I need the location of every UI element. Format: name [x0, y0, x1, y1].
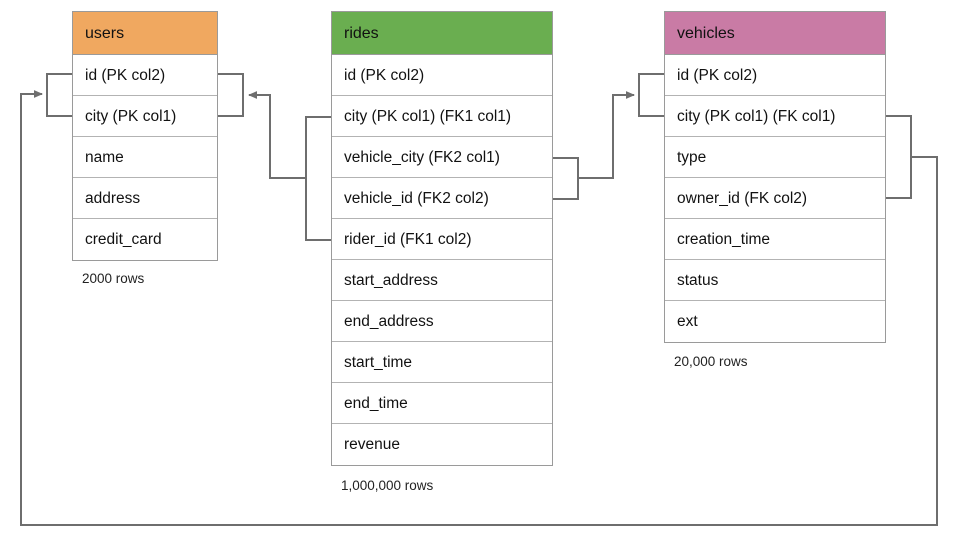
table-rides-column-start-time[interactable]: start_time — [332, 342, 552, 383]
table-users-column-id[interactable]: id (PK col2) — [73, 55, 217, 96]
rides-fk1-bracket — [305, 116, 331, 241]
table-vehicles-column-owner-id[interactable]: owner_id (FK col2) — [665, 178, 885, 219]
table-rides-column-end-address[interactable]: end_address — [332, 301, 552, 342]
table-users-column-name[interactable]: name — [73, 137, 217, 178]
table-vehicles-column-creation-time[interactable]: creation_time — [665, 219, 885, 260]
users-pk-bracket-right — [218, 73, 244, 117]
table-vehicles-header: vehicles — [665, 12, 885, 55]
users-pk-bracket — [46, 73, 72, 117]
table-users-row-count: 2000 rows — [82, 271, 145, 286]
table-rides-header: rides — [332, 12, 552, 55]
rides-fk2-bracket — [553, 157, 579, 200]
table-rides-column-end-time[interactable]: end_time — [332, 383, 552, 424]
table-rides[interactable]: rides id (PK col2) city (PK col1) (FK1 c… — [331, 11, 553, 466]
table-users[interactable]: users id (PK col2) city (PK col1) name a… — [72, 11, 218, 261]
table-vehicles-column-status[interactable]: status — [665, 260, 885, 301]
table-rides-column-city[interactable]: city (PK col1) (FK1 col1) — [332, 96, 552, 137]
table-rides-column-rider-id[interactable]: rider_id (FK1 col2) — [332, 219, 552, 260]
table-rides-column-start-address[interactable]: start_address — [332, 260, 552, 301]
table-rides-column-vehicle-city[interactable]: vehicle_city (FK2 col1) — [332, 137, 552, 178]
table-vehicles-column-city[interactable]: city (PK col1) (FK col1) — [665, 96, 885, 137]
table-rides-row-count: 1,000,000 rows — [341, 478, 434, 493]
rides-fk2-wire — [578, 91, 635, 179]
vehicles-fk-bracket — [886, 115, 912, 199]
table-vehicles-column-type[interactable]: type — [665, 137, 885, 178]
table-vehicles-column-id[interactable]: id (PK col2) — [665, 55, 885, 96]
table-rides-column-id[interactable]: id (PK col2) — [332, 55, 552, 96]
table-vehicles[interactable]: vehicles id (PK col2) city (PK col1) (FK… — [664, 11, 886, 343]
table-vehicles-row-count: 20,000 rows — [674, 354, 748, 369]
table-rides-column-vehicle-id[interactable]: vehicle_id (FK2 col2) — [332, 178, 552, 219]
table-users-column-address[interactable]: address — [73, 178, 217, 219]
table-users-header: users — [73, 12, 217, 55]
table-users-column-city[interactable]: city (PK col1) — [73, 96, 217, 137]
table-rides-column-revenue[interactable]: revenue — [332, 424, 552, 465]
table-users-column-credit-card[interactable]: credit_card — [73, 219, 217, 260]
table-vehicles-column-ext[interactable]: ext — [665, 301, 885, 342]
vehicles-pk-bracket — [638, 73, 664, 117]
rides-fk1-wire — [248, 91, 306, 179]
